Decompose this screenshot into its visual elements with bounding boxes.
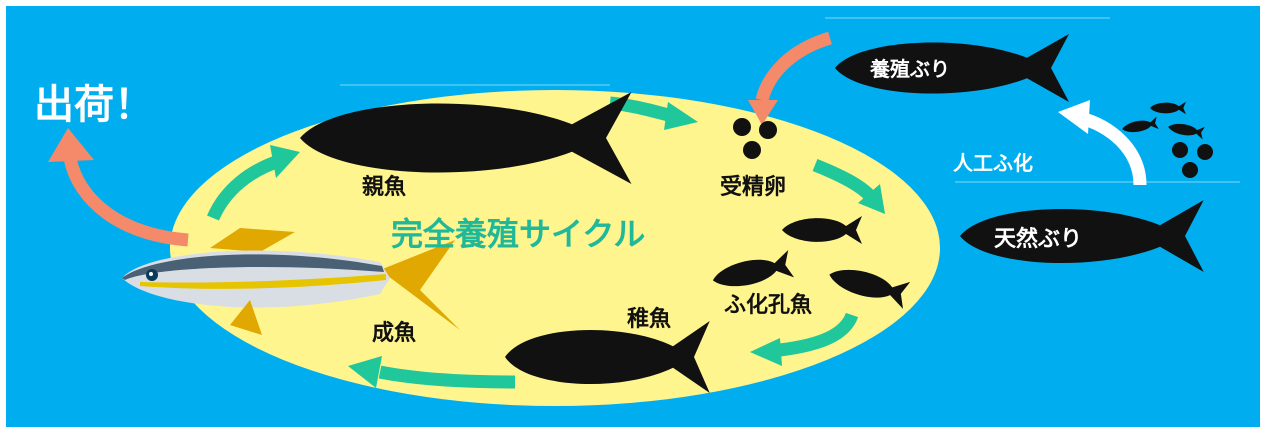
- label-artificial-hatching: 人工ふ化: [953, 151, 1033, 175]
- label-fertilized-eggs: 受精卵: [720, 174, 786, 200]
- farmed-input-arrowhead: [748, 100, 778, 125]
- label-juvenile-fish: 稚魚: [627, 306, 671, 332]
- arrowhead: [348, 356, 382, 388]
- label-farmed-yellowtail: 養殖ぶり: [869, 57, 950, 81]
- arrow-eggs-to-larvae: [812, 158, 875, 201]
- label-parent-fish: 親魚: [362, 174, 406, 200]
- dorsal-fin: [210, 228, 295, 252]
- cycle-title: 完全養殖サイクル: [391, 215, 645, 253]
- cycle-arrowheads: [270, 102, 885, 388]
- fish-eye-highlight: [149, 272, 153, 276]
- label-adult-fish: 成魚: [372, 320, 416, 346]
- hatching-arrowhead: [1058, 100, 1090, 134]
- shipment-label: 出荷！: [34, 82, 154, 128]
- label-wild-yellowtail: 天然ぶり: [994, 226, 1082, 252]
- label-hatched-larvae: ふ化孔魚: [724, 292, 812, 318]
- arrowhead: [858, 184, 885, 214]
- farmed-input-arrow: [755, 31, 832, 102]
- cycle-ellipse: [170, 90, 940, 406]
- arrowhead: [750, 338, 782, 366]
- arrow-larvae-to-juvenile: [779, 312, 859, 357]
- adult-yellowtail-fish: [122, 228, 460, 335]
- arrow-juvenile-to-adult: [378, 365, 516, 389]
- pelvic-fin: [230, 300, 262, 335]
- hatching-arrow: [1078, 111, 1147, 186]
- fish-back: [122, 254, 384, 280]
- arrowhead: [664, 102, 698, 130]
- shipment-arrow: [63, 156, 189, 247]
- arrowhead: [270, 145, 300, 178]
- tail-fin: [380, 240, 460, 330]
- hatchling-eggs-icon: [1172, 142, 1213, 178]
- fish-stripe: [140, 274, 386, 289]
- eggs-icon: [733, 118, 777, 159]
- arrow-adult-to-parent: [207, 153, 285, 221]
- shipment-arrowhead: [48, 128, 94, 162]
